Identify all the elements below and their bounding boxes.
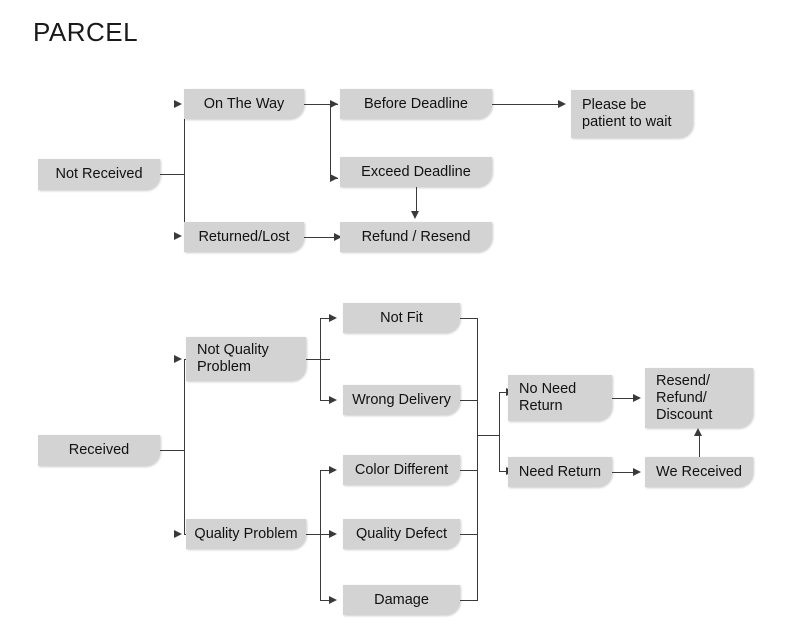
arrowhead-to-before-deadline	[330, 99, 338, 108]
node-resend-refund-discount-line2: Refund/	[656, 389, 707, 406]
node-returned-lost-label: Returned/Lost	[198, 228, 290, 245]
connector-qp-stub	[306, 534, 330, 535]
node-on-the-way-label: On The Way	[203, 95, 285, 112]
connector-damage-join	[460, 600, 478, 601]
arrowhead-no-need-return-to-outcome	[633, 393, 641, 402]
node-before-deadline-label: Before Deadline	[364, 95, 468, 112]
connector-not-received-bus	[184, 104, 185, 236]
node-refund-resend-label: Refund / Resend	[361, 228, 471, 245]
connector-returned-to-refund	[304, 237, 338, 238]
connector-wrong-delivery-join	[460, 400, 478, 401]
connector-need-return-to-we-received	[612, 472, 635, 473]
node-received[interactable]: Received	[38, 435, 160, 466]
node-quality-problem[interactable]: Quality Problem	[186, 519, 306, 549]
node-wrong-delivery[interactable]: Wrong Delivery	[343, 385, 460, 415]
node-resend-refund-discount[interactable]: Resend/ Refund/ Discount	[645, 368, 753, 428]
connector-we-received-to-outcome	[699, 436, 700, 457]
node-on-the-way[interactable]: On The Way	[184, 89, 304, 119]
node-please-be-patient[interactable]: Please be patient to wait	[571, 90, 693, 138]
node-wrong-delivery-label: Wrong Delivery	[352, 391, 451, 408]
connector-to-quality-defect	[320, 534, 331, 535]
connector-not-fit-join	[460, 318, 478, 319]
node-received-label: Received	[68, 442, 130, 458]
node-need-return[interactable]: Need Return	[508, 457, 612, 487]
node-color-different-label: Color Different	[354, 461, 449, 478]
arrowhead-to-returned-lost	[174, 231, 182, 240]
connector-collector-stub	[477, 435, 499, 436]
arrowhead-to-color-different	[329, 465, 337, 474]
connector-to-need-return	[499, 471, 508, 472]
node-no-need-return[interactable]: No Need Return	[508, 375, 612, 421]
connector-before-deadline-to-patient	[492, 104, 560, 105]
node-returned-lost[interactable]: Returned/Lost	[184, 222, 304, 252]
node-before-deadline[interactable]: Before Deadline	[340, 89, 492, 119]
node-we-received-label: We Received	[656, 463, 742, 480]
arrowhead-to-on-the-way	[174, 99, 182, 108]
node-not-fit[interactable]: Not Fit	[343, 303, 460, 333]
node-no-need-return-line1: No Need	[519, 381, 577, 397]
node-resend-refund-discount-line1: Resend/	[656, 372, 711, 389]
node-exceed-deadline[interactable]: Exceed Deadline	[340, 157, 492, 187]
connector-to-color-different	[320, 470, 331, 471]
connector-received-stub	[160, 450, 184, 451]
arrowhead-to-quality-problem	[174, 529, 182, 538]
connector-not-received-stub	[160, 174, 184, 175]
arrowhead-to-not-fit	[329, 313, 337, 322]
node-need-return-label: Need Return	[518, 463, 602, 480]
arrowhead-to-not-quality-problem	[174, 354, 182, 363]
connector-to-not-fit	[320, 318, 331, 319]
node-color-different[interactable]: Color Different	[343, 455, 460, 485]
arrowhead-we-received-to-outcome	[694, 428, 703, 436]
node-please-be-patient-line1: Please be	[582, 97, 647, 113]
connector-no-need-return-to-outcome	[612, 398, 635, 399]
node-please-be-patient-line2: patient to wait	[582, 114, 672, 130]
node-damage-label: Damage	[374, 591, 429, 608]
connector-exceed-to-refund	[416, 187, 417, 213]
arrowhead-to-patient	[558, 99, 566, 108]
arrowhead-to-quality-defect	[329, 529, 337, 538]
node-not-quality-problem-line2: Problem	[197, 359, 251, 375]
arrowhead-need-return-to-we-received	[633, 467, 641, 476]
node-exceed-deadline-label: Exceed Deadline	[361, 163, 471, 180]
node-quality-defect-label: Quality Defect	[355, 525, 448, 542]
node-no-need-return-line2: Return	[519, 398, 563, 414]
arrowhead-to-exceed-deadline	[330, 173, 338, 182]
node-not-received[interactable]: Not Received	[38, 159, 160, 190]
connector-nqp-stub	[306, 359, 330, 360]
connector-on-the-way-bus	[330, 104, 331, 178]
node-damage[interactable]: Damage	[343, 585, 460, 615]
arrowhead-returned-to-refund	[334, 232, 342, 241]
node-not-quality-problem[interactable]: Not Quality Problem	[186, 337, 306, 381]
connector-qp-bus	[320, 470, 321, 600]
connector-on-the-way-stub	[304, 104, 330, 105]
connector-return-split-bus	[499, 392, 500, 471]
connector-to-no-need-return	[499, 392, 508, 393]
connector-quality-defect-join	[460, 534, 478, 535]
node-we-received[interactable]: We Received	[645, 457, 753, 487]
node-not-fit-label: Not Fit	[380, 309, 423, 326]
node-quality-problem-label: Quality Problem	[194, 525, 298, 542]
node-resend-refund-discount-line3: Discount	[656, 406, 713, 423]
connector-to-damage	[320, 600, 331, 601]
page-title: PARCEL	[33, 17, 139, 47]
connector-to-wrong-delivery	[320, 400, 331, 401]
node-refund-resend[interactable]: Refund / Resend	[340, 222, 492, 252]
node-not-received-label: Not Received	[55, 166, 143, 182]
connector-received-bus	[184, 359, 185, 534]
connector-issues-collector-bus	[477, 318, 478, 600]
node-not-quality-problem-line1: Not Quality	[197, 342, 269, 358]
connector-nqp-bus	[320, 318, 321, 400]
arrowhead-to-wrong-delivery	[329, 395, 337, 404]
arrowhead-exceed-to-refund	[411, 211, 420, 219]
connector-color-different-join	[460, 470, 478, 471]
arrowhead-to-damage	[329, 595, 337, 604]
node-quality-defect[interactable]: Quality Defect	[343, 519, 460, 549]
